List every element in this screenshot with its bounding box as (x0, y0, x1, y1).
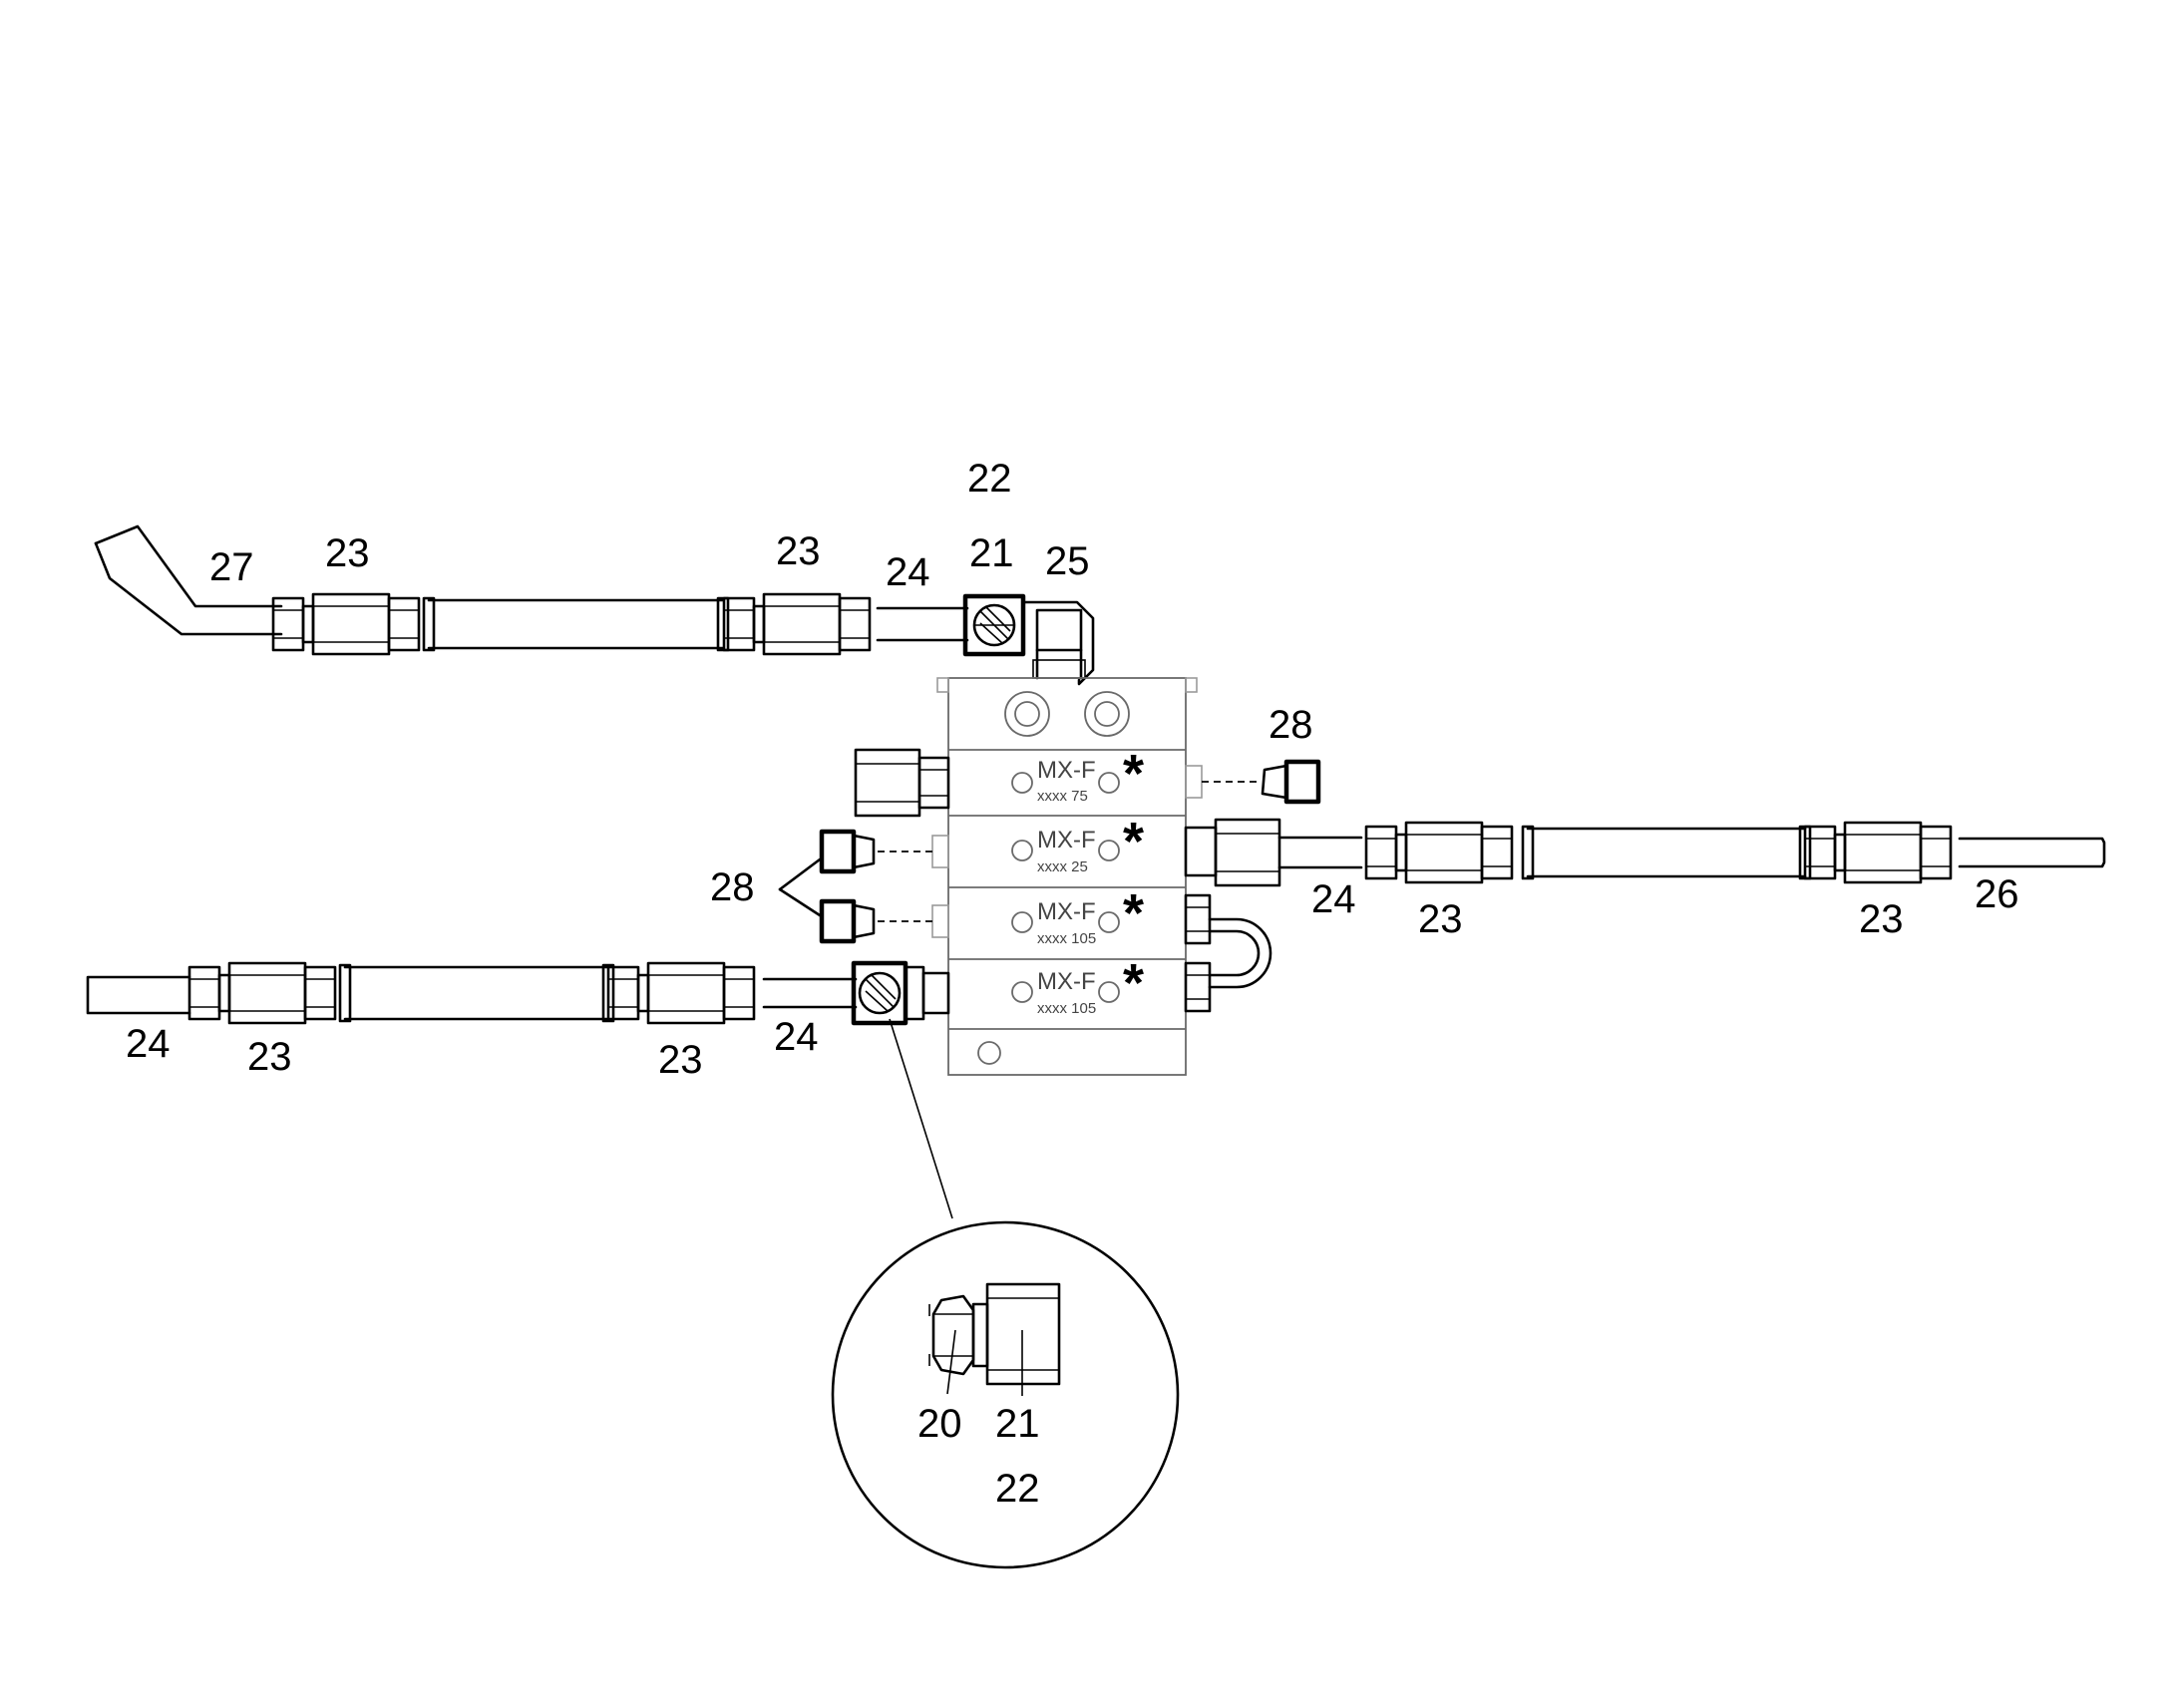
section-1-model: MX-F (1037, 757, 1096, 784)
u-bend-bridge (1184, 893, 1272, 1013)
section-1-marker: * (1123, 744, 1144, 804)
label-27: 27 (209, 545, 254, 589)
label-24-bottom-left: 24 (126, 1022, 171, 1066)
label-23-bottom-right: 23 (658, 1038, 703, 1082)
right-fitting-23-a (1364, 821, 1514, 884)
section-3-model: MX-F (1037, 898, 1096, 925)
label-23-right-a: 23 (1418, 897, 1463, 941)
label-23-top-left: 23 (325, 531, 370, 575)
block-section-1: MX-F xxxx 75 * (1011, 744, 1144, 805)
label-21-top: 21 (969, 531, 1014, 575)
section-2-model: MX-F (1037, 827, 1096, 854)
label-23-right-b: 23 (1859, 897, 1904, 941)
detail-view (831, 1220, 1180, 1569)
block-section-3: MX-F xxxx 105 * (1011, 883, 1144, 947)
left-plugs-28 (778, 832, 949, 941)
section-3-code: xxxx 105 (1037, 930, 1096, 947)
label-21-detail: 21 (995, 1402, 1040, 1446)
section-2-marker: * (1123, 812, 1144, 871)
top-tube-line (94, 524, 969, 652)
label-26: 26 (1975, 872, 2019, 916)
block-section-2: MX-F xxxx 25 * (1011, 812, 1144, 875)
top-fitting-23-left (271, 592, 421, 656)
left-fitting-section-1 (854, 748, 950, 818)
label-24-bottom-right: 24 (774, 1015, 819, 1059)
label-23-top-right: 23 (776, 529, 821, 573)
label-20-detail: 20 (917, 1402, 962, 1446)
right-plug-28 (1185, 759, 1321, 805)
right-tube-line (1184, 818, 2106, 887)
label-23-bottom-left: 23 (247, 1035, 292, 1079)
bottom-valve-21 (851, 960, 950, 1026)
right-fitting-23-b (1803, 821, 1953, 884)
bottom-tube-line (86, 963, 858, 1023)
section-4-code: xxxx 105 (1037, 1000, 1096, 1017)
section-1-code: xxxx 75 (1037, 788, 1088, 805)
detail-leader-line (889, 1018, 953, 1219)
label-24-right: 24 (1311, 877, 1356, 921)
label-24-top: 24 (886, 550, 930, 594)
distributor-block (936, 677, 1198, 1076)
section-4-marker: * (1123, 953, 1144, 1013)
block-section-4: MX-F xxxx 105 * (1011, 953, 1144, 1017)
label-22-detail: 22 (995, 1467, 1040, 1511)
section-3-marker: * (1123, 883, 1144, 943)
section-4-model: MX-F (1037, 968, 1096, 995)
elbow-25 (1021, 600, 1095, 686)
top-valve-21 (962, 593, 1026, 657)
bottom-fitting-23-left (187, 961, 337, 1025)
label-28-left: 28 (710, 865, 755, 909)
label-25: 25 (1045, 539, 1090, 583)
top-fitting-23-right (722, 592, 872, 656)
label-22-top: 22 (967, 457, 1012, 501)
section-2-code: xxxx 25 (1037, 858, 1088, 875)
label-28-right: 28 (1269, 703, 1313, 747)
bottom-fitting-23-right (606, 961, 756, 1025)
